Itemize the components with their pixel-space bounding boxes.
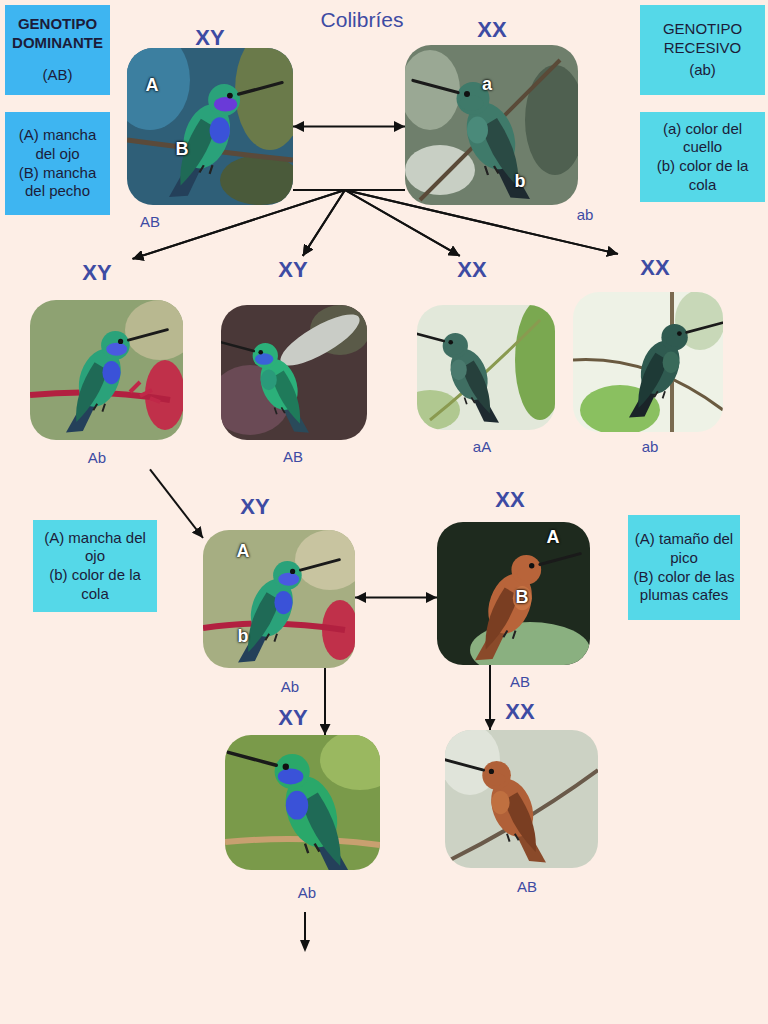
photo-frame: XYAbAb [203, 530, 355, 668]
box-text: (AB) [43, 66, 73, 85]
photo-male-parent [127, 48, 293, 205]
genotype-label: Ab [298, 885, 316, 902]
sex-chromosome: XY [240, 495, 269, 519]
trait-box: (A) mancha del ojo(B) mancha del pecho [5, 112, 110, 215]
diagram-title: Colibríes [262, 8, 462, 32]
genotype-label: AB [510, 674, 530, 691]
genotype-label: ab [642, 439, 659, 456]
allele-letter: b [238, 627, 249, 647]
trait-box: (A) mancha del ojo(b) color de la cola [33, 520, 157, 612]
genotype-label: Ab [88, 450, 106, 467]
sex-chromosome: XX [640, 256, 669, 280]
sex-chromosome: XY [278, 706, 307, 730]
connector-arrow [293, 126, 405, 128]
genotype-label: AB [140, 214, 160, 231]
genotype-label: aA [473, 439, 491, 456]
photo-female-2 [437, 522, 590, 665]
photo-daughter [445, 730, 598, 868]
connector-arrow [293, 190, 618, 254]
sex-chromosome: XX [495, 488, 524, 512]
trait-box: (A) tamaño del pico(B) color de las plum… [628, 515, 740, 620]
photo-frame: XYAb [30, 300, 183, 440]
sex-chromosome: XX [457, 258, 486, 282]
photo-frame: XXaA [417, 305, 555, 430]
connector-arrow [345, 190, 460, 256]
allele-letter: b [515, 172, 526, 192]
box-text: (B) color de las plumas cafes [633, 568, 735, 606]
photo-child-4 [573, 292, 723, 432]
box-text: (b) color de la cola [645, 157, 760, 195]
sex-chromosome: XY [195, 26, 224, 50]
photo-child-3 [417, 305, 555, 430]
box-heading: (a) color del cuello [645, 120, 760, 158]
box-text: (B) mancha del pecho [10, 164, 105, 202]
box-heading: (A) tamaño del pico [633, 530, 735, 568]
connector-arrow [324, 668, 326, 735]
sex-chromosome: XX [477, 18, 506, 42]
photo-son [225, 735, 380, 870]
genotype-label: AB [517, 879, 537, 896]
photo-frame: XXab [573, 292, 723, 432]
photo-child-2 [221, 305, 367, 440]
connector-arrow [489, 665, 491, 730]
allele-letter: a [482, 75, 492, 95]
sex-chromosome: XY [82, 261, 111, 285]
connector-arrow [293, 190, 345, 256]
continuation-arrow [300, 912, 310, 952]
box-text: (ab) [689, 61, 716, 80]
genotype-label: AB [283, 449, 303, 466]
box-text: (b) color de la cola [38, 566, 152, 604]
box-heading: GENOTIPO DOMINANTE [10, 15, 105, 53]
allele-letter: A [237, 542, 250, 562]
trait-box: GENOTIPO RECESIVO (ab) [640, 5, 765, 95]
box-heading: (A) mancha del ojo [38, 529, 152, 567]
allele-letter: B [516, 588, 529, 608]
photo-female-parent [405, 45, 578, 205]
allele-letter: A [146, 76, 159, 96]
box-heading: GENOTIPO RECESIVO [645, 20, 760, 58]
trait-box: (a) color del cuello(b) color de la cola [640, 112, 765, 202]
photo-frame: XXAB [445, 730, 598, 868]
sex-chromosome: XX [505, 700, 534, 724]
connector-arrow [345, 190, 618, 254]
connector-arrow [150, 469, 203, 538]
allele-letter: A [547, 528, 560, 548]
trait-box: GENOTIPO DOMINANTE (AB) [5, 5, 110, 95]
photo-male-2 [203, 530, 355, 668]
sex-chromosome: XY [278, 258, 307, 282]
photo-frame: XXABAB [437, 522, 590, 665]
allele-letter: B [176, 140, 189, 160]
connector-arrow [355, 597, 437, 599]
photo-frame: XYABAB [127, 48, 293, 205]
box-heading: (A) mancha del ojo [10, 126, 105, 164]
photo-frame: XXabab [405, 45, 578, 205]
photo-frame: XYAB [221, 305, 367, 440]
connector-arrow [293, 190, 460, 256]
genotype-label: ab [577, 207, 594, 224]
photo-frame: XYAb [225, 735, 380, 870]
photo-child-1 [30, 300, 183, 440]
genotype-label: Ab [281, 679, 299, 696]
